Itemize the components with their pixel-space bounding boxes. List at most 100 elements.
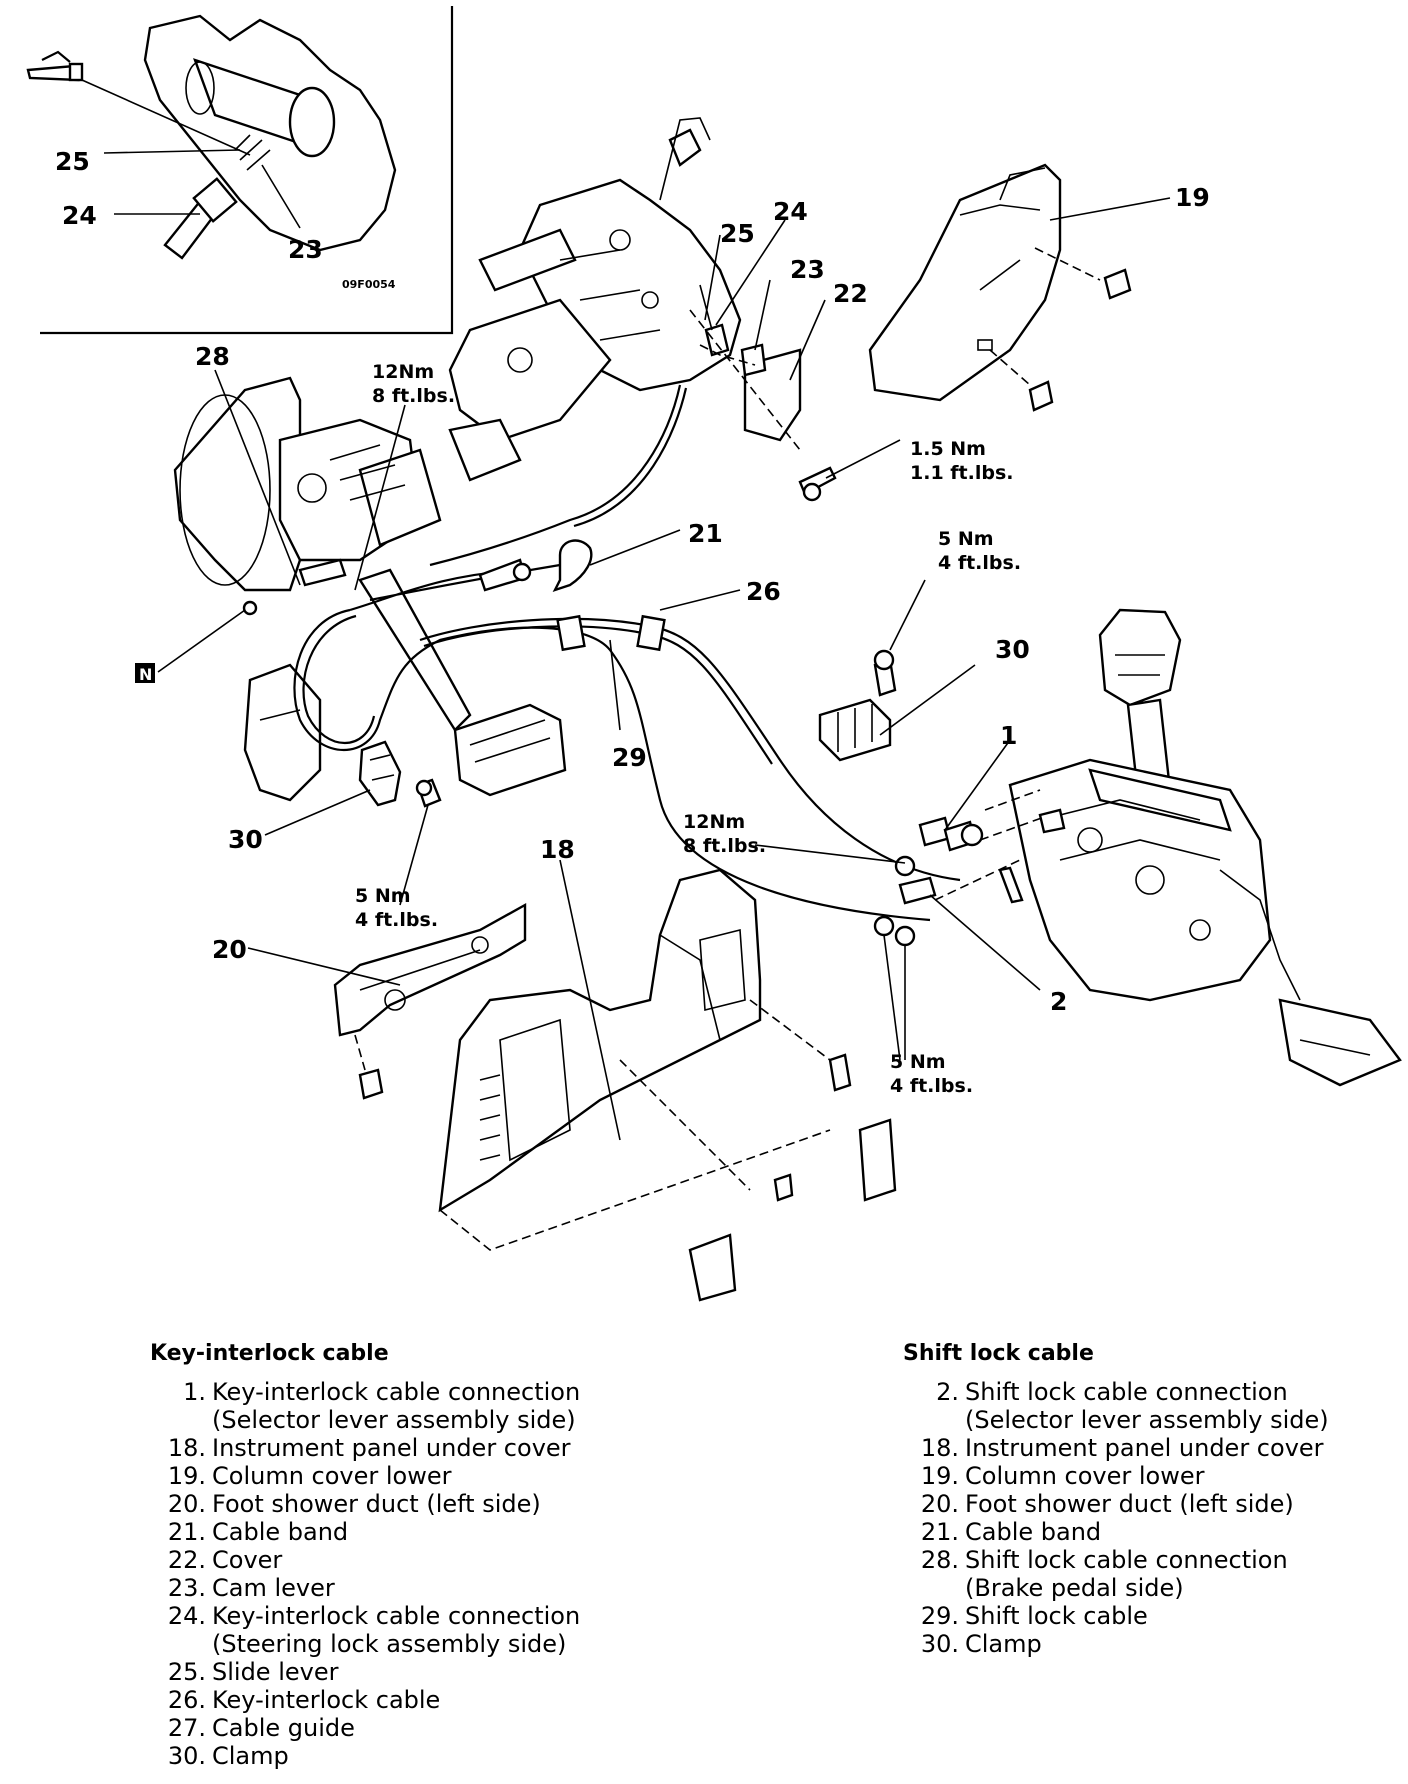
- n-marker: N: [135, 600, 258, 684]
- torque-cover-ft: 1.1 ft.lbs.: [910, 462, 1013, 484]
- part-18-instrument-panel-under-cover: [438, 859, 897, 1302]
- brake-booster: [173, 376, 302, 592]
- legend-item-number: 29.: [920, 1602, 959, 1630]
- legend-item: 25.Slide lever: [150, 1658, 670, 1686]
- legend-item-number: 2.: [936, 1378, 959, 1406]
- legend-item: 30.Clamp: [150, 1742, 670, 1770]
- label-24: 24: [773, 197, 808, 226]
- label-22: 22: [833, 279, 868, 308]
- legend-item-number: 18.: [167, 1434, 206, 1462]
- legend-item: 19.Column cover lower: [903, 1462, 1383, 1490]
- legend-item-text: Clamp: [212, 1742, 289, 1770]
- label-26: 26: [746, 577, 781, 606]
- label-29: 29: [612, 743, 647, 772]
- legend-item-text: Cover: [212, 1546, 283, 1574]
- legend-item-number: 28.: [920, 1546, 959, 1574]
- legend-item: 26.Key-interlock cable: [150, 1686, 670, 1714]
- legend-item-text: Key-interlock cable: [212, 1686, 441, 1714]
- legend-item: 18.Instrument panel under cover: [903, 1434, 1383, 1462]
- legend-item-number: 25.: [167, 1658, 206, 1686]
- cable-routing: [293, 384, 961, 922]
- legend-item-number: 23.: [167, 1574, 206, 1602]
- legend-item-text: Cable guide: [212, 1714, 355, 1742]
- brake-pedal-assembly: [173, 376, 567, 802]
- part-26-key-interlock-cable: [419, 617, 961, 882]
- legend-item: 20.Foot shower duct (left side): [150, 1490, 670, 1518]
- torque-clamp-ft: 4 ft.lbs.: [938, 552, 1021, 574]
- legend-item-number: 22.: [167, 1546, 206, 1574]
- legend-item-number: 30.: [167, 1742, 206, 1770]
- legend-item-text: Shift lock cable connection: [965, 1546, 1288, 1574]
- legend-item-text: Clamp: [965, 1630, 1042, 1658]
- torque-column-nm: 12Nm: [372, 361, 434, 383]
- legend-item-number: 20.: [920, 1490, 959, 1518]
- legend-item: 22.Cover: [150, 1546, 670, 1574]
- legend-item-text: Slide lever: [212, 1658, 339, 1686]
- label-21: 21: [688, 519, 723, 548]
- label-20: 20: [212, 935, 247, 964]
- legend-item-number: 19.: [920, 1462, 959, 1490]
- legend-left-title: Key-interlock cable: [150, 1341, 389, 1366]
- legend-item: 20.Foot shower duct (left side): [903, 1490, 1383, 1518]
- legend-item: 21.Cable band: [150, 1518, 670, 1546]
- legend-item-text: Column cover lower: [965, 1462, 1205, 1490]
- legend-right-list: 2.Shift lock cable connection(Selector l…: [903, 1378, 1383, 1658]
- legend-item-text: Cam lever: [212, 1574, 335, 1602]
- legend-item-text: Cable band: [965, 1518, 1102, 1546]
- label-23: 23: [790, 255, 825, 284]
- label-30-lower: 30: [228, 825, 263, 854]
- label-25: 25: [720, 219, 755, 248]
- legend-item-number: 21.: [920, 1518, 959, 1546]
- legend-item: 1.Key-interlock cable connection: [150, 1378, 670, 1406]
- label-18: 18: [540, 835, 575, 864]
- legend-item: 30.Clamp: [903, 1630, 1383, 1658]
- torque-column-ft: 8 ft.lbs.: [372, 385, 455, 407]
- legend-item-number: 24.: [167, 1602, 206, 1630]
- inset-label-24: 24: [62, 201, 97, 230]
- inset-label-25: 25: [55, 147, 90, 176]
- legend-item-text: Shift lock cable connection: [965, 1378, 1288, 1406]
- legend-item-number: 30.: [920, 1630, 959, 1658]
- torque-bottom-nm: 5 Nm: [890, 1051, 946, 1073]
- legend-item-number: 1.: [183, 1378, 206, 1406]
- cover-bolt: [798, 439, 901, 502]
- legend-item: 18.Instrument panel under cover: [150, 1434, 670, 1462]
- legend-item: 27.Cable guide: [150, 1714, 670, 1742]
- legend-key-interlock-cable: Key-interlock cable 1.Key-interlock cabl…: [150, 1340, 670, 1770]
- column-lock-parts: [689, 219, 826, 451]
- legend-item-number: 26.: [167, 1686, 206, 1714]
- selector-nuts: [873, 915, 916, 1061]
- legend-item-subtext: (Brake pedal side): [965, 1574, 1184, 1602]
- part-20-foot-shower-duct: [247, 902, 527, 1100]
- legend-item-subtext: (Selector lever assembly side): [965, 1406, 1329, 1434]
- part-30-clamp-upper: [818, 579, 976, 762]
- legend-item-text: Key-interlock cable connection: [212, 1378, 581, 1406]
- legend-item: 2.Shift lock cable connection: [903, 1378, 1383, 1406]
- label-2: 2: [1050, 987, 1067, 1016]
- brake-pedal-arm: [358, 568, 472, 732]
- legend-item-number: 27.: [167, 1714, 206, 1742]
- legend-shift-lock-cable: Shift lock cable 2.Shift lock cable conn…: [903, 1340, 1383, 1658]
- inset-label-23: 23: [288, 235, 323, 264]
- legend-item: 24.Key-interlock cable connection: [150, 1602, 670, 1630]
- legend-item: 19.Column cover lower: [150, 1462, 670, 1490]
- legend-item-number: 19.: [167, 1462, 206, 1490]
- legend-item-text: Column cover lower: [212, 1462, 452, 1490]
- legend-right-title: Shift lock cable: [903, 1341, 1094, 1366]
- legend-item-text: Cable band: [212, 1518, 349, 1546]
- legend-item-number: 18.: [920, 1434, 959, 1462]
- torque-selector-nm: 12Nm: [683, 811, 745, 833]
- part-23-cam-lever: [740, 343, 767, 377]
- inset-detail: 25 24 23 09F0054: [26, 6, 454, 335]
- legend-item-text: Instrument panel under cover: [212, 1434, 571, 1462]
- label-19: 19: [1175, 183, 1210, 212]
- legend-item-text: Foot shower duct (left side): [965, 1490, 1294, 1518]
- legend-item: 28.Shift lock cable connection: [903, 1546, 1383, 1574]
- part-24-connection: [704, 323, 730, 357]
- legend-item-subtext: (Selector lever assembly side): [212, 1406, 576, 1434]
- legend-item-number: 20.: [167, 1490, 206, 1518]
- legend-item-text: Foot shower duct (left side): [212, 1490, 541, 1518]
- legend-item-number: 21.: [167, 1518, 206, 1546]
- label-28: 28: [195, 342, 230, 371]
- legend-item-text: Shift lock cable: [965, 1602, 1148, 1630]
